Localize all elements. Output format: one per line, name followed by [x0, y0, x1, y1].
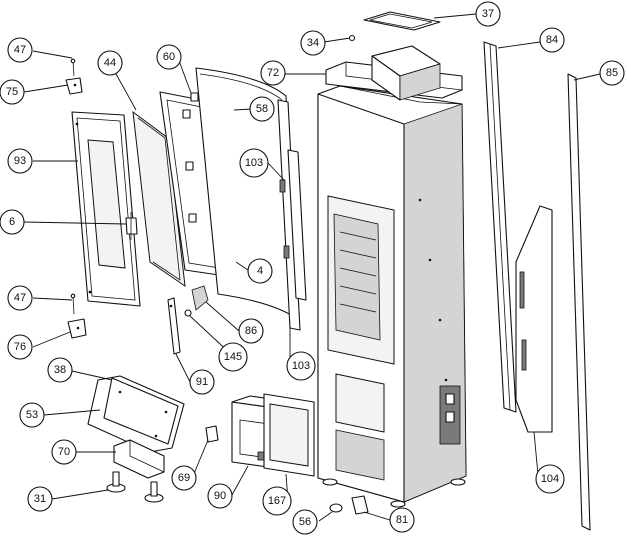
- leader-lines: [23, 13, 601, 522]
- callout-47-top: 47: [7, 37, 33, 63]
- callout-34: 34: [300, 30, 326, 56]
- callout-label: 103: [292, 360, 310, 372]
- callout-37: 37: [475, 1, 501, 27]
- part-93-door-frame: [71, 111, 141, 307]
- callout-84: 84: [539, 27, 565, 53]
- callout-label: 38: [54, 364, 66, 376]
- callout-56: 56: [292, 509, 318, 535]
- callout-label: 145: [224, 351, 242, 363]
- callout-label: 85: [606, 67, 618, 79]
- callout-label: 31: [34, 493, 46, 505]
- part-76-hinge-bracket-bottom: [67, 318, 87, 339]
- part-85-side-rail: [567, 73, 591, 531]
- callout-label: 70: [58, 446, 70, 458]
- callout-label: 58: [256, 103, 268, 115]
- callout-label: 53: [26, 409, 38, 421]
- callout-label: 34: [307, 37, 319, 49]
- callout-label: 56: [299, 516, 311, 528]
- callout-76: 76: [7, 334, 33, 360]
- callout-label: 81: [396, 514, 408, 526]
- part-47-pin-top: [70, 58, 76, 77]
- part-56-knob: [329, 503, 343, 513]
- callout-label: 6: [9, 216, 15, 228]
- part-44-door-glass: [132, 110, 186, 288]
- callout-58: 58: [249, 96, 275, 122]
- callout-6: 6: [0, 209, 25, 235]
- callout-104: 104: [535, 464, 565, 494]
- part-53-base-plate: [87, 375, 185, 453]
- firebox-grate-lines: [339, 231, 377, 313]
- part-69-small-bracket: [205, 425, 219, 443]
- part-34-screw: [348, 34, 356, 42]
- callout-label: 69: [178, 472, 190, 484]
- callout-47-bottom: 47: [7, 285, 33, 311]
- callout-44: 44: [97, 50, 123, 76]
- callout-93: 93: [7, 148, 33, 174]
- part-37-outlet-ring: [363, 11, 441, 31]
- part-47-pin-bottom: [70, 293, 76, 315]
- callout-31: 31: [27, 486, 53, 512]
- callout-70: 70: [51, 439, 77, 465]
- callout-38: 38: [47, 357, 73, 383]
- callout-label: 4: [257, 265, 263, 277]
- callout-103-upper: 103: [239, 148, 269, 178]
- callout-60: 60: [156, 44, 182, 70]
- callout-145: 145: [218, 342, 248, 372]
- part-84-side-rail: [483, 41, 517, 413]
- callout-label: 86: [245, 325, 257, 337]
- callout-4: 4: [247, 258, 273, 284]
- callout-label: 167: [268, 495, 286, 507]
- part-75-hinge-bracket-top: [65, 77, 83, 95]
- callout-91: 91: [189, 369, 215, 395]
- callout-label: 76: [14, 341, 26, 353]
- callout-label: 37: [482, 8, 494, 20]
- flue-outlet: [371, 45, 441, 101]
- callout-label: 72: [267, 67, 279, 79]
- callout-81: 81: [389, 507, 415, 533]
- callout-label: 60: [163, 51, 175, 63]
- callout-90: 90: [207, 483, 233, 509]
- callout-label: 84: [546, 34, 558, 46]
- part-145-screw: [184, 309, 192, 317]
- callout-85: 85: [599, 60, 625, 86]
- callout-label: 90: [214, 490, 226, 502]
- callout-103-lower: 103: [286, 351, 316, 381]
- part-104-side-panel: [515, 205, 553, 433]
- callout-label: 47: [14, 292, 26, 304]
- callout-69: 69: [171, 465, 197, 491]
- callout-label: 104: [541, 473, 559, 485]
- part-60-clip: [190, 92, 199, 102]
- part-91-latch-rod: [167, 297, 181, 355]
- part-31-adjustable-feet: [106, 471, 164, 503]
- callout-label: 91: [196, 376, 208, 388]
- callout-72: 72: [260, 60, 286, 86]
- part-167-drawer-front: [263, 393, 315, 477]
- callout-label: 103: [245, 157, 263, 169]
- callout-86: 86: [238, 318, 264, 344]
- callout-167: 167: [262, 486, 292, 516]
- part-70-bracket: [113, 439, 165, 479]
- callout-label: 44: [104, 57, 116, 69]
- control-board: [439, 385, 461, 445]
- callout-label: 47: [14, 44, 26, 56]
- part-6-door-handle: [125, 212, 138, 240]
- part-86-latch-cam: [191, 285, 209, 311]
- callout-label: 75: [6, 86, 18, 98]
- callout-75: 75: [0, 79, 25, 105]
- callout-53: 53: [19, 402, 45, 428]
- callout-label: 93: [14, 155, 26, 167]
- part-103-side-strip: [277, 99, 307, 331]
- part-81-clip: [351, 495, 369, 515]
